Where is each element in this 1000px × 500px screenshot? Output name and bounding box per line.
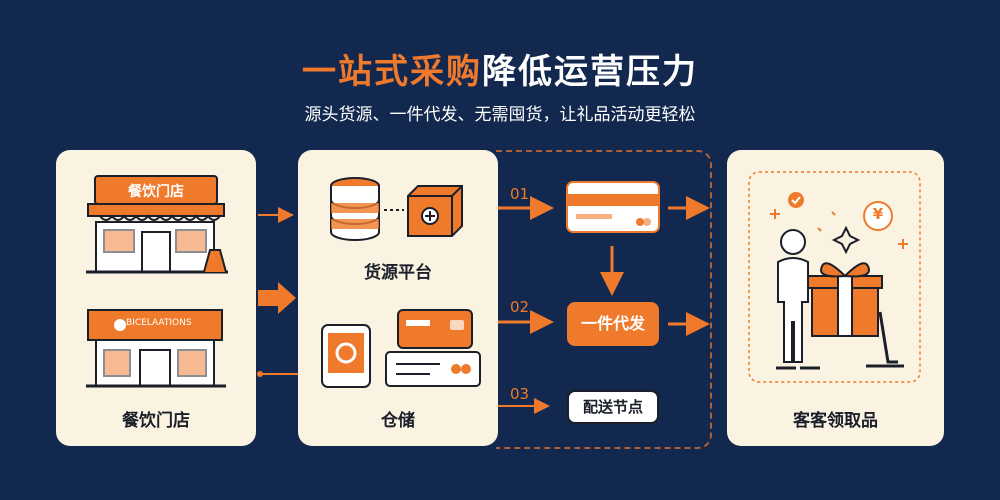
storefront-icon-2 <box>86 309 226 388</box>
title-accent: 一站式采购 <box>302 52 482 92</box>
step-3-label: 03 <box>510 385 530 403</box>
store-sign-top: 餐饮门店 <box>128 184 184 200</box>
storefront-icon <box>86 175 228 274</box>
node-delivery: 配送节点 <box>567 390 659 424</box>
phone-icon <box>321 324 371 388</box>
gift-box-icon <box>807 262 904 368</box>
sparkle-icons <box>770 192 908 255</box>
label-warehouse: 仓储 <box>381 411 415 431</box>
node-dropship: 一件代发 <box>567 302 659 346</box>
title-rest: 降低运营压力 <box>482 52 698 92</box>
page-title: 一站式采购降低运营压力 <box>0 44 1000 93</box>
coin-icon <box>863 201 893 231</box>
dropship-flow-boundary <box>496 150 712 449</box>
supply-box-icon <box>407 185 463 237</box>
arrow-main-flow <box>258 282 296 314</box>
step-2-label: 02 <box>510 298 530 316</box>
card-icon <box>397 309 473 349</box>
step-1-label: 01 <box>510 185 530 203</box>
payment-card-icon <box>566 181 660 233</box>
label-customer-pickup: 客客领取品 <box>793 411 878 431</box>
page-subtitle: 源头货源、一件代发、无需囤货，让礼品活动更轻松 <box>304 105 696 125</box>
printer-icon <box>385 351 481 387</box>
store-sign-bottom: BICELAATIONS <box>126 318 192 328</box>
coin-symbol: ¥ <box>872 205 884 223</box>
label-supply-platform: 货源平台 <box>364 263 432 283</box>
supply-database-icon <box>330 177 380 241</box>
label-restaurant: 餐饮门店 <box>122 411 190 431</box>
